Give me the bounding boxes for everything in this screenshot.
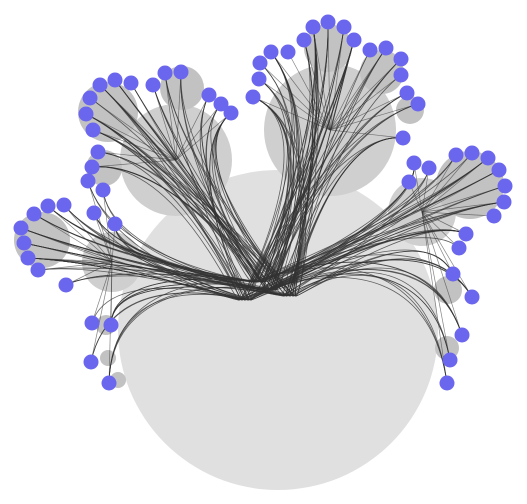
leaf-node — [378, 40, 394, 56]
edge-path — [37, 261, 463, 336]
leaf-node — [16, 235, 32, 251]
edge-path — [164, 72, 448, 384]
edge-path — [85, 113, 489, 283]
leaf-node — [107, 72, 123, 88]
leaf-node — [145, 77, 161, 93]
leaf-node — [296, 32, 312, 48]
edge-path — [102, 189, 451, 361]
leaf-node — [84, 159, 100, 175]
leaf-node — [201, 87, 217, 103]
edge-path — [110, 39, 314, 326]
leaf-node — [448, 147, 464, 163]
leaf-node — [442, 352, 458, 368]
edge-path — [99, 84, 177, 161]
leaf-node — [464, 145, 480, 161]
edge-path — [63, 103, 249, 301]
leaf-node — [251, 71, 267, 87]
edge-path — [421, 211, 448, 384]
leaf-group-circle — [360, 50, 404, 94]
edge-path — [20, 157, 489, 301]
leaf-node — [58, 277, 74, 293]
leaf-node — [107, 216, 123, 232]
leaf-node — [445, 266, 461, 282]
leaf-node — [78, 106, 94, 122]
edge-path — [47, 72, 297, 297]
edge-path — [90, 261, 113, 363]
leaf-node — [213, 96, 229, 112]
edge-path — [252, 21, 329, 291]
edge-bundles — [20, 21, 506, 384]
leaf-node — [95, 182, 111, 198]
edge-path — [421, 211, 451, 361]
leaf-node — [103, 317, 119, 333]
edge-path — [211, 39, 311, 283]
edge-path — [85, 113, 177, 161]
leaf-node — [245, 89, 261, 105]
leaf-node — [13, 220, 29, 236]
edge-path — [329, 58, 402, 131]
leaf-node — [464, 289, 480, 305]
edge-path — [421, 211, 463, 336]
leaf-node — [393, 51, 409, 67]
edge-path — [27, 84, 243, 301]
edge-path — [85, 112, 294, 297]
edge-path — [89, 97, 177, 161]
leaf-node — [451, 240, 467, 256]
leaf-node — [320, 14, 336, 30]
leaf-node — [486, 208, 502, 224]
leaf-node — [410, 96, 426, 112]
edge-path — [114, 79, 404, 291]
leaf-node — [421, 160, 437, 176]
leaf-node — [491, 162, 507, 178]
edge-path — [327, 21, 331, 131]
leaf-node — [305, 19, 321, 35]
leaf-node — [86, 205, 102, 221]
leaf-node — [263, 44, 279, 60]
leaf-node — [90, 144, 106, 160]
edge-path — [114, 79, 177, 161]
leaf-node — [26, 206, 42, 222]
leaf-node — [497, 178, 513, 194]
leaf-node — [157, 65, 173, 81]
leaf-node — [20, 250, 36, 266]
leaf-node — [173, 64, 189, 80]
leaf-node — [480, 150, 496, 166]
leaf-node — [395, 130, 411, 146]
leaf-nodes — [13, 14, 513, 391]
leaf-node — [252, 55, 268, 71]
leaf-node — [101, 375, 117, 391]
leaf-node — [40, 198, 56, 214]
leaf-node — [406, 155, 422, 171]
edge-path — [312, 26, 331, 131]
leaf-node — [401, 174, 417, 190]
leaf-node — [80, 173, 96, 189]
leaf-node — [223, 105, 239, 121]
leaf-group-circle — [86, 150, 122, 186]
edge-path — [283, 49, 463, 336]
leaf-node — [84, 315, 100, 331]
leaf-node — [458, 226, 474, 242]
leaf-node — [336, 19, 352, 35]
leaf-node — [399, 85, 415, 101]
leaf-node — [92, 77, 108, 93]
edge-path — [47, 84, 256, 283]
leaf-node — [346, 32, 362, 48]
leaf-node — [393, 67, 409, 83]
edge-path — [63, 103, 252, 301]
leaf-group-circle — [100, 350, 116, 366]
leaf-node — [83, 354, 99, 370]
leaf-node — [30, 262, 46, 278]
leaf-node — [280, 44, 296, 60]
leaf-node — [439, 375, 455, 391]
leaf-node — [56, 197, 72, 213]
edge-path — [329, 26, 345, 131]
leaf-node — [362, 42, 378, 58]
leaf-node — [123, 75, 139, 91]
leaf-node — [82, 90, 98, 106]
leaf-node — [496, 194, 512, 210]
leaf-node — [454, 327, 470, 343]
leaf-node — [85, 122, 101, 138]
